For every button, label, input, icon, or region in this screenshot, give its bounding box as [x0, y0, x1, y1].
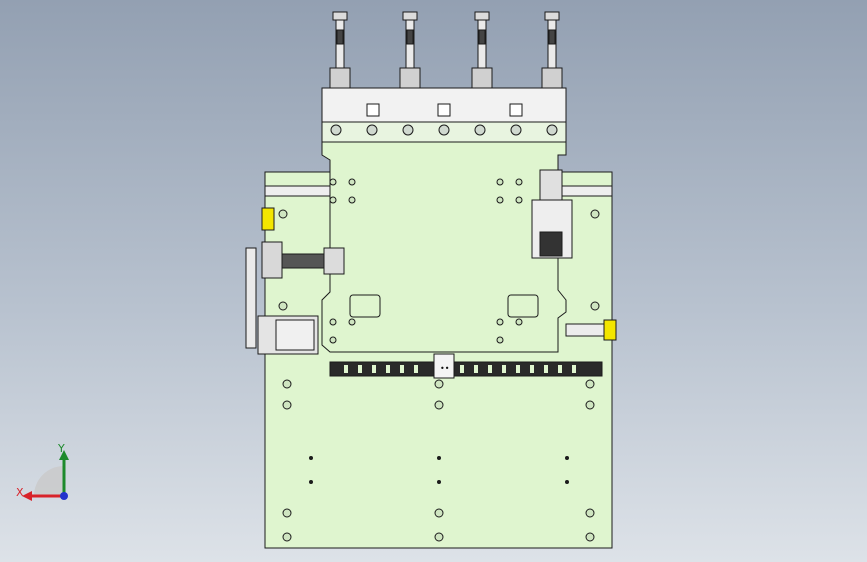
cylinder-3 [471, 11, 493, 89]
cylinder-2 [399, 11, 421, 89]
orientation-triad[interactable] [14, 440, 84, 512]
cable-drag-chain: •• [329, 353, 603, 379]
bracket-slot-3 [509, 103, 523, 117]
chain-marker: •• [440, 364, 449, 373]
plate-cutout-left [349, 294, 381, 318]
base-plate-side-holes [278, 209, 600, 311]
bracket-slot-1 [366, 103, 380, 117]
cylinder-4 [541, 11, 563, 89]
plate-cutout-right [507, 294, 539, 318]
y-axis-arrow [59, 450, 69, 460]
bracket-fasteners [330, 124, 558, 136]
x-axis-label: X [16, 486, 24, 499]
left-motor-assembly [245, 241, 345, 355]
right-actuator [531, 169, 573, 259]
left-highlight-block [261, 207, 275, 231]
left-rail [264, 185, 331, 197]
upper-plate-holes [329, 178, 523, 344]
cylinder-1 [329, 11, 351, 89]
z-axis-dot [60, 492, 68, 500]
triad-plane [34, 466, 64, 496]
base-plate-lower-holes [282, 379, 595, 542]
right-highlight-block [603, 319, 617, 341]
base-plate-pin-holes [309, 456, 569, 484]
bracket-slot-2 [437, 103, 451, 117]
y-axis-label: Y [58, 442, 65, 455]
right-guide-rod [565, 323, 605, 337]
right-rail [557, 185, 613, 197]
upper-plate [321, 87, 567, 353]
x-axis-arrow [22, 491, 32, 501]
chain-slider-block [433, 353, 455, 379]
